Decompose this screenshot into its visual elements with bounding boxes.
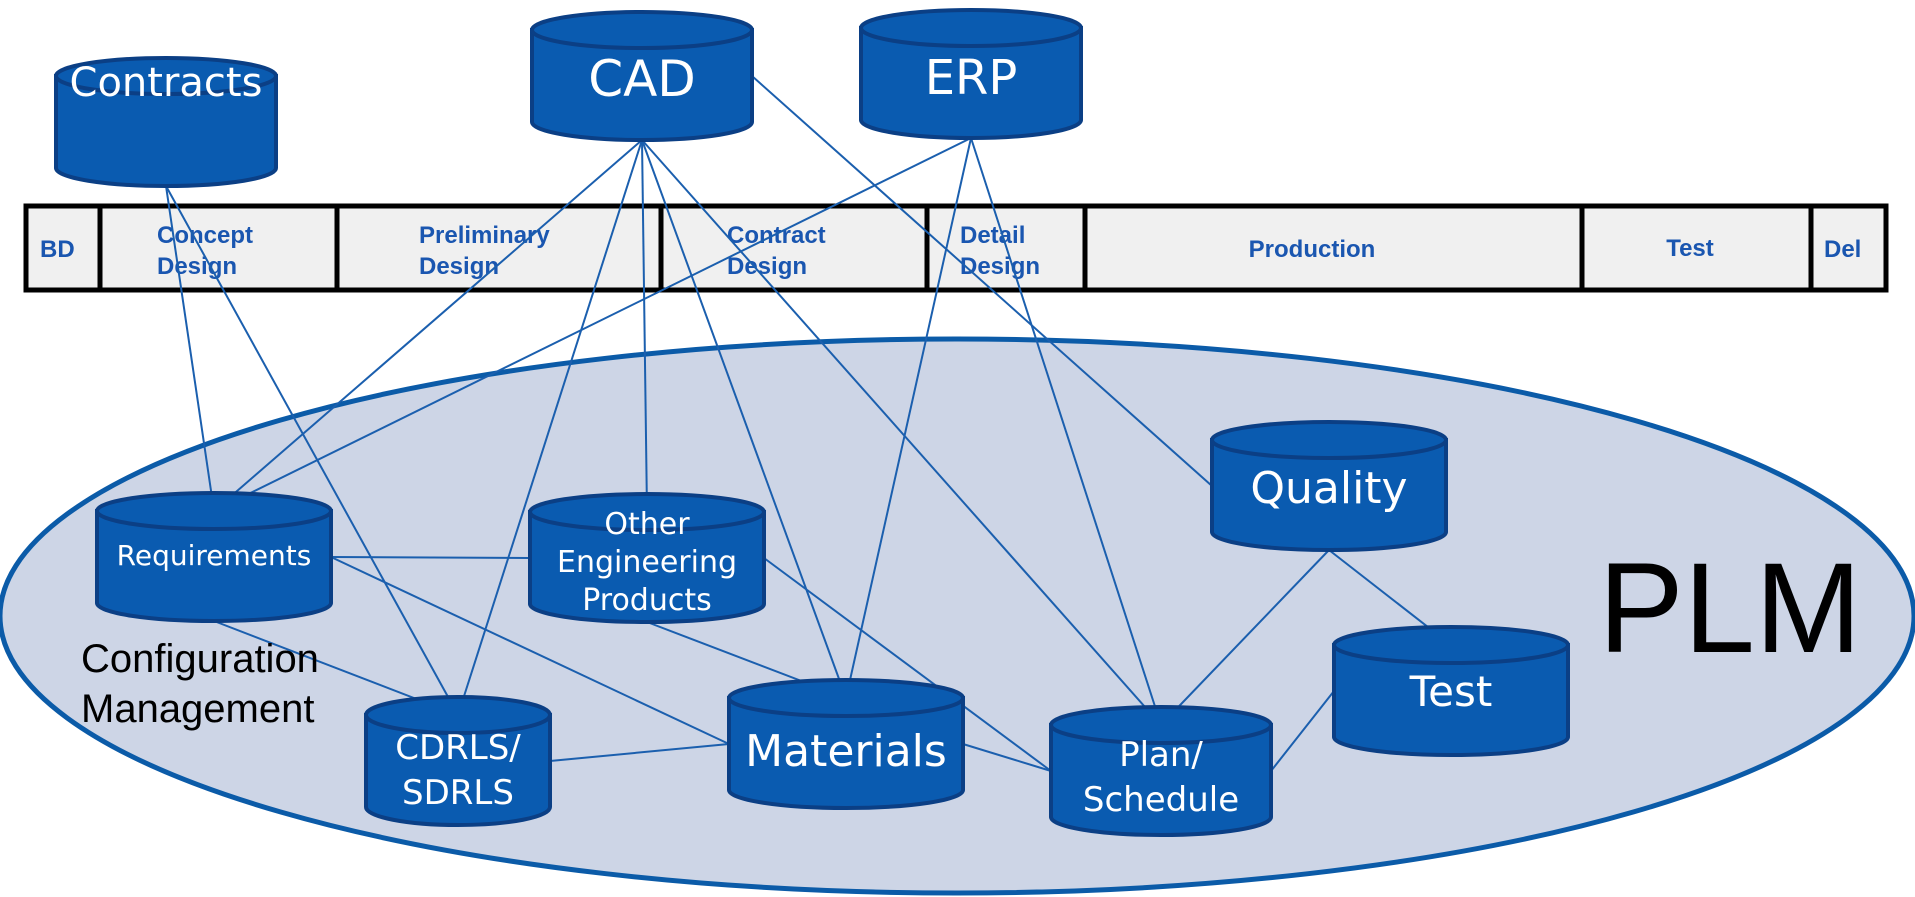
store-requirements-label: Requirements bbox=[117, 539, 312, 572]
store-other_eng-cap bbox=[528, 492, 766, 532]
connector-other_eng-plan bbox=[763, 557, 1052, 772]
store-materials-label: Materials bbox=[745, 726, 947, 777]
connector-cad-requirements bbox=[213, 139, 643, 512]
store-cad-body bbox=[530, 28, 754, 142]
connector-cad-cdrls bbox=[457, 139, 643, 716]
phase-concept-design-line2: Design bbox=[157, 253, 237, 280]
store-plan-label: Plan/Schedule bbox=[1083, 735, 1239, 820]
connector-cad-other_eng bbox=[641, 139, 648, 513]
connector-erp-materials bbox=[845, 137, 972, 699]
store-cdrls-cap bbox=[364, 695, 552, 735]
connector-requirements-materials bbox=[330, 556, 730, 745]
store-erp-cap bbox=[859, 8, 1083, 48]
phase-preliminary-design-line1: Preliminary bbox=[419, 222, 550, 249]
store-contracts-label-line1: Contracts bbox=[70, 60, 263, 106]
store-plan-label-line1: Plan/ bbox=[1119, 735, 1203, 775]
store-cad-label-line1: CAD bbox=[588, 50, 696, 108]
store-contracts-body bbox=[54, 74, 278, 188]
store-contracts[interactable]: Contracts bbox=[54, 56, 278, 188]
store-other_eng-label-line1: Other bbox=[604, 507, 690, 542]
store-quality-label: Quality bbox=[1250, 463, 1407, 514]
plm-title: PLM bbox=[1598, 537, 1861, 680]
store-erp[interactable]: ERP bbox=[859, 8, 1083, 140]
phase-contract-design-line1: Contract bbox=[727, 222, 826, 249]
store-test-label: Test bbox=[1409, 667, 1493, 716]
store-contracts-label: Contracts bbox=[70, 60, 263, 106]
store-materials-label-line1: Materials bbox=[745, 726, 947, 777]
connector-quality-plan bbox=[1160, 549, 1330, 726]
phase-detail-design: Detail Design bbox=[960, 222, 1040, 280]
store-contracts-cap bbox=[54, 56, 278, 96]
phase-detail-design-line2: Design bbox=[960, 253, 1040, 280]
phase-bar-frame bbox=[23, 203, 1889, 293]
store-other_eng-label-line2: Engineering bbox=[557, 545, 737, 580]
connector-lines bbox=[165, 75, 1452, 772]
store-cad[interactable]: CAD bbox=[530, 10, 754, 142]
store-erp-body bbox=[859, 26, 1083, 140]
store-materials[interactable]: Materials bbox=[727, 678, 965, 810]
store-other_eng-label-line3: Products bbox=[582, 583, 712, 618]
store-cdrls-label-line1: CDRLS/ bbox=[395, 728, 521, 768]
connector-erp-plan bbox=[970, 137, 1162, 726]
store-plan[interactable]: Plan/Schedule bbox=[1049, 705, 1273, 837]
connector-contracts-requirements bbox=[165, 185, 215, 512]
store-plan-cap bbox=[1049, 705, 1273, 745]
store-cad-cap bbox=[530, 10, 754, 50]
store-plan-label-line2: Schedule bbox=[1083, 780, 1239, 820]
connector-plan-test bbox=[1270, 690, 1335, 772]
store-materials-body bbox=[727, 696, 965, 810]
store-cdrls-label-line2: SDRLS bbox=[402, 773, 514, 813]
store-cdrls[interactable]: CDRLS/SDRLS bbox=[364, 695, 552, 827]
configuration-management-label: Configuration Management bbox=[81, 637, 330, 731]
connector-cdrls-materials bbox=[549, 743, 730, 762]
cm-line1: Configuration bbox=[81, 637, 319, 681]
connector-requirements-other_eng bbox=[330, 556, 531, 559]
connector-cad-plan bbox=[641, 139, 1162, 726]
phase-detail-design-line1: Detail bbox=[960, 222, 1025, 249]
store-test-body bbox=[1332, 643, 1570, 757]
store-requirements-label-line1: Requirements bbox=[117, 539, 312, 572]
store-requirements-cap bbox=[95, 491, 333, 531]
phase-production: Production bbox=[1249, 236, 1376, 263]
phase-del: Del bbox=[1824, 236, 1861, 263]
store-erp-label-line1: ERP bbox=[925, 50, 1018, 106]
store-test[interactable]: Test bbox=[1332, 625, 1570, 757]
store-cdrls-label: CDRLS/SDRLS bbox=[395, 728, 521, 813]
store-materials-cap bbox=[727, 678, 965, 718]
connector-erp-requirements bbox=[213, 137, 972, 512]
connector-contracts-cdrls bbox=[165, 185, 459, 716]
store-other_eng-body bbox=[528, 510, 766, 624]
store-test-cap bbox=[1332, 625, 1570, 665]
store-quality-cap bbox=[1210, 420, 1448, 460]
phase-preliminary-design-line2: Design bbox=[419, 253, 499, 280]
store-plan-body bbox=[1049, 723, 1273, 837]
store-cdrls-body bbox=[364, 713, 552, 827]
store-quality-label-line1: Quality bbox=[1250, 463, 1407, 514]
cm-line2: Management bbox=[81, 687, 314, 731]
phase-bar: BD Concept Design Preliminary Design Con… bbox=[23, 203, 1889, 293]
store-requirements[interactable]: Requirements bbox=[95, 491, 333, 623]
store-cad-label: CAD bbox=[588, 50, 696, 108]
phase-contract-design-line2: Design bbox=[727, 253, 807, 280]
store-requirements-body bbox=[95, 509, 333, 623]
phase-contract-design: Contract Design bbox=[727, 222, 832, 280]
phase-bd: BD bbox=[40, 236, 75, 263]
connector-cad-quality bbox=[751, 75, 1213, 487]
store-quality-body bbox=[1210, 438, 1448, 552]
connector-cad-materials bbox=[641, 139, 847, 699]
phase-test: Test bbox=[1666, 235, 1714, 262]
store-test-label-line1: Test bbox=[1409, 667, 1493, 716]
connector-materials-plan bbox=[962, 743, 1052, 772]
store-quality[interactable]: Quality bbox=[1210, 420, 1448, 552]
store-erp-label: ERP bbox=[925, 50, 1018, 106]
